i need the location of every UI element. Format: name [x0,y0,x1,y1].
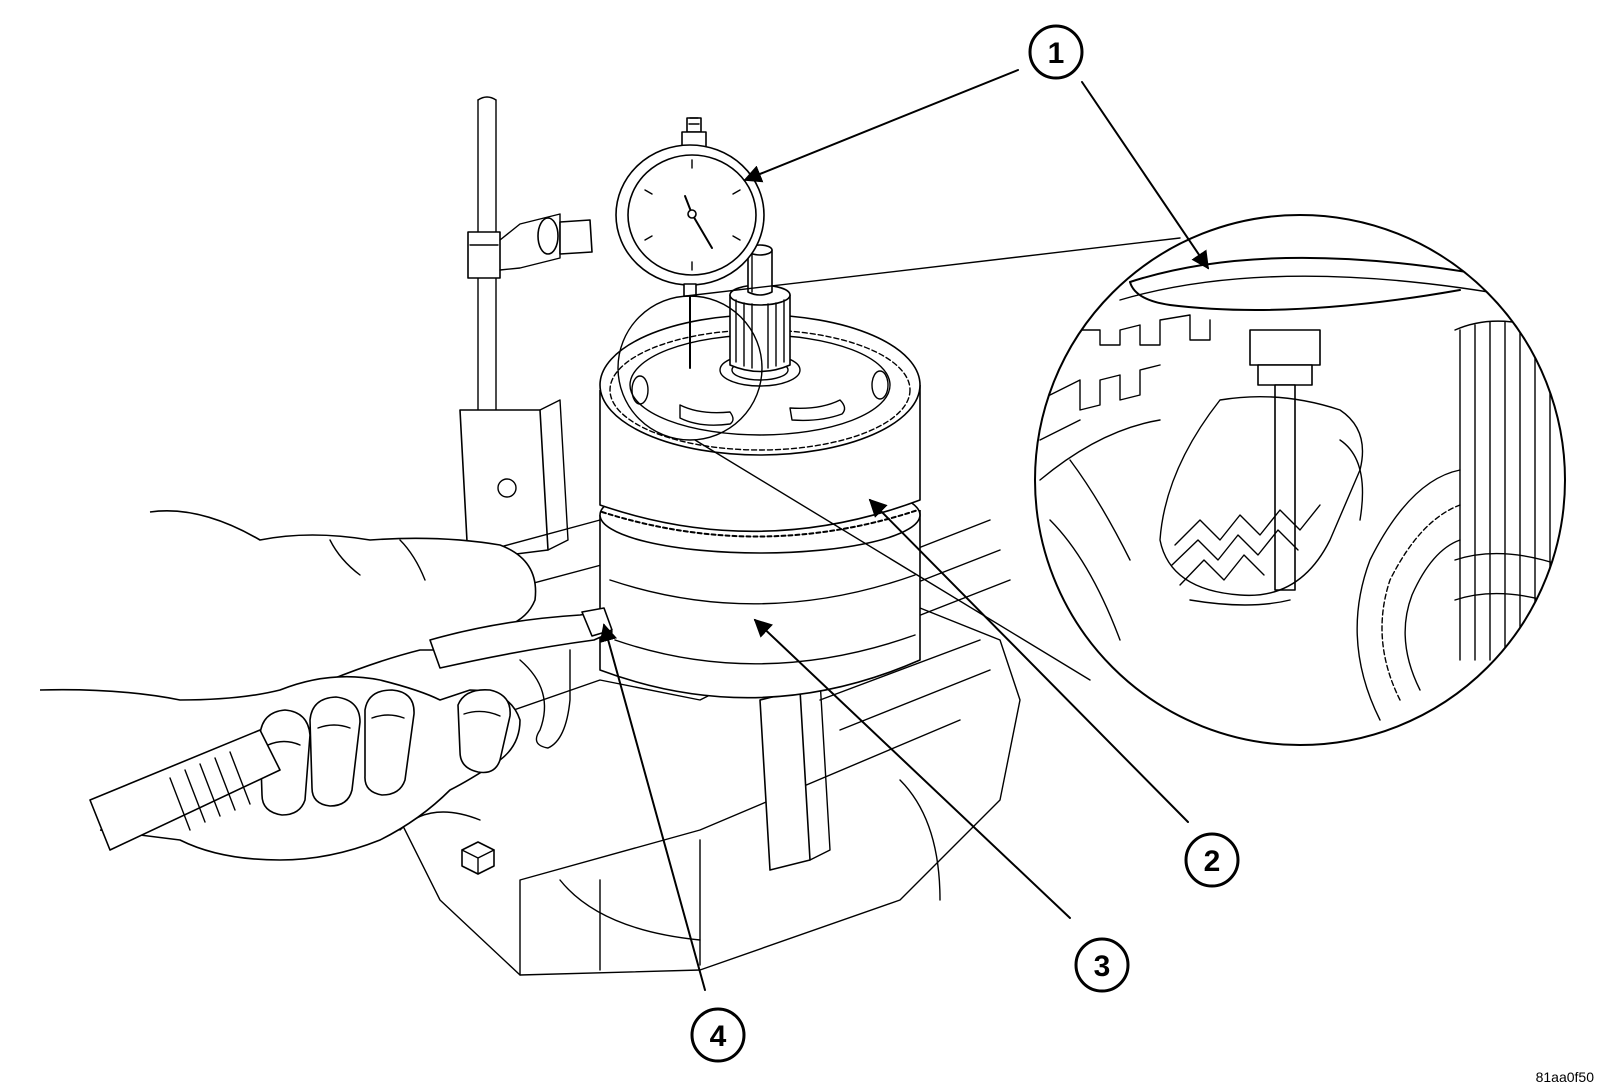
callout-3: 3 [1074,937,1130,993]
callout-2: 2 [1184,832,1240,888]
callout-1-label: 1 [1048,37,1065,70]
technician-hands [39,510,613,861]
callout-3-label: 3 [1094,950,1111,983]
callout-2-label: 2 [1204,845,1221,878]
callout-1: 1 [1028,24,1084,80]
callout-4-label: 4 [710,1020,727,1053]
transmission-case [369,519,1021,976]
dial-indicator-stand [451,96,621,601]
clutch-assembly [599,244,921,699]
callout-4: 4 [690,1007,746,1063]
dial-indicator [615,117,765,369]
detail-magnified-view [685,214,1566,746]
callout-leaders [599,69,1210,991]
figure-code: 81aa0f50 [1536,1069,1595,1085]
